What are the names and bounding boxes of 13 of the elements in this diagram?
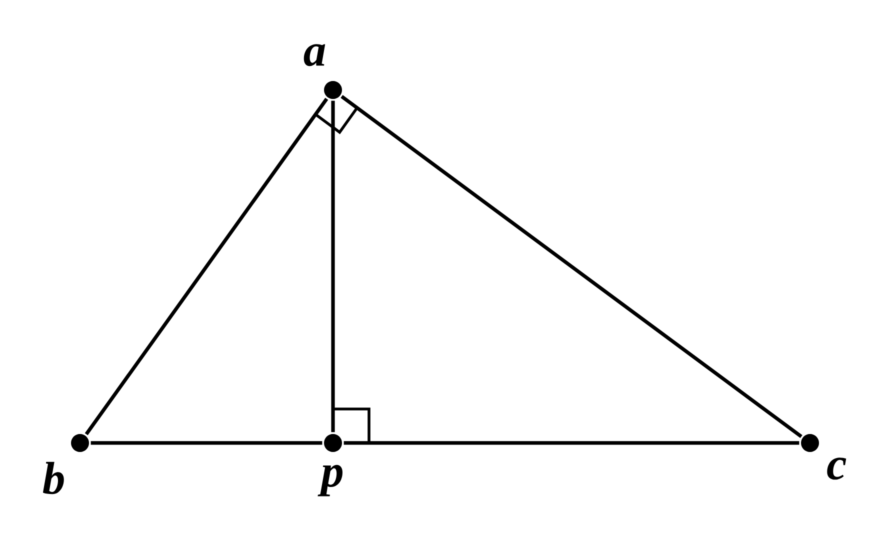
line-segment bbox=[90, 441, 322, 445]
node-label: p bbox=[318, 464, 342, 496]
line-segment bbox=[344, 441, 800, 445]
point: p bbox=[318, 434, 342, 496]
node-label: c bbox=[827, 458, 846, 480]
node-label: a bbox=[304, 44, 326, 66]
point: c bbox=[801, 434, 846, 480]
point: a bbox=[304, 44, 342, 99]
line-segment bbox=[331, 100, 335, 432]
line-segment bbox=[340, 94, 802, 438]
line-segment bbox=[84, 98, 328, 436]
node-label: b bbox=[42, 462, 64, 494]
point: b bbox=[42, 434, 89, 494]
